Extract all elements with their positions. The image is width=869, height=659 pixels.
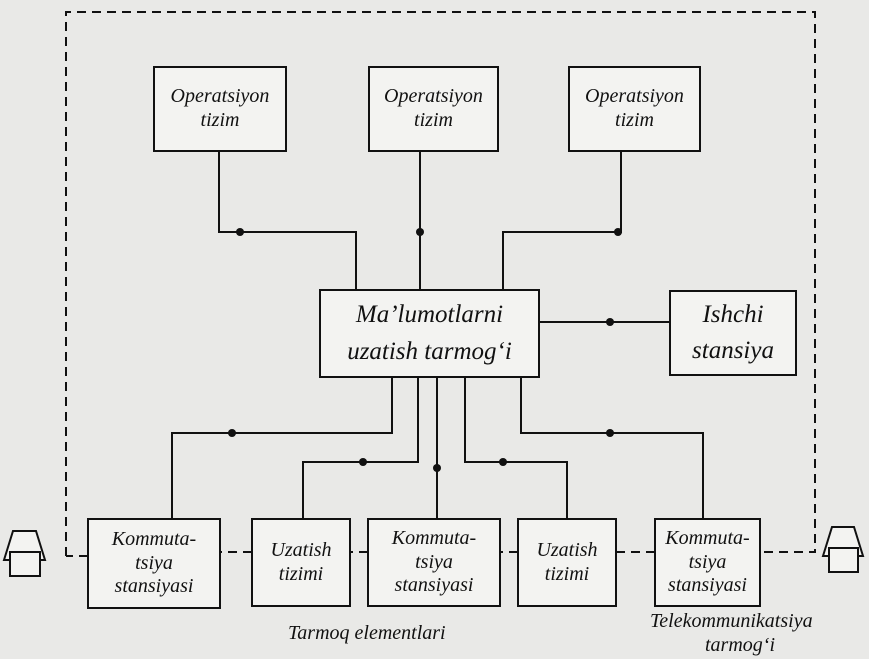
box-label: tizimi <box>544 562 590 585</box>
box-label: Kommuta- <box>111 528 197 551</box>
box-label: stansiyasi <box>114 575 194 598</box>
junction-dot <box>359 458 367 466</box>
data-network-box: Ma’lumotlarni uzatish tarmog‘i <box>319 289 540 378</box>
box-label: Kommuta- <box>665 527 750 550</box>
switching-station-box-2: Kommuta- tsiya stansiyasi <box>367 518 501 607</box>
box-label: Ishchi <box>702 300 764 328</box>
operating-system-box-2: Operatsiyon tizim <box>368 66 499 152</box>
telecom-network-caption-line1: Telekommunikatsiya <box>650 610 813 632</box>
telecom-boundary-dashed <box>65 11 816 557</box>
junction-dot <box>606 429 614 437</box>
workstation-box: Ishchi stansiya <box>669 290 797 376</box>
subscriber-terminal-right-icon <box>821 526 865 573</box>
network-elements-caption: Tarmoq elementlari <box>288 622 446 644</box>
box-label: tsiya <box>415 550 453 573</box>
box-label: stansiyasi <box>668 574 747 597</box>
switching-station-box-3: Kommuta- tsiya stansiyasi <box>654 518 761 607</box>
telecom-network-caption-line2: tarmog‘i <box>705 634 775 656</box>
box-label: Operatsiyon <box>585 85 684 108</box>
transmission-system-box-2: Uzatish tizimi <box>517 518 617 607</box>
junction-dot <box>228 429 236 437</box>
box-label: tizimi <box>278 562 324 585</box>
box-label: stansiya <box>692 337 774 364</box>
link-os1-network <box>218 150 357 290</box>
box-label: stansiyasi <box>394 574 474 597</box>
transmission-system-box-1: Uzatish tizimi <box>251 518 351 607</box>
box-label: tizim <box>615 109 654 131</box>
junction-dot <box>606 318 614 326</box>
junction-dot <box>499 458 507 466</box>
junction-dot <box>416 228 424 236</box>
box-label: Ma’lumotlarni <box>355 301 504 329</box>
box-label: Uzatish <box>536 538 598 561</box>
junction-dot <box>236 228 244 236</box>
operating-system-box-3: Operatsiyon tizim <box>568 66 701 152</box>
operating-system-box-1: Operatsiyon tizim <box>153 66 287 152</box>
box-label: tsiya <box>135 551 173 574</box>
link-os3-network <box>502 150 622 290</box>
link-network-el1 <box>171 376 393 520</box>
box-label: tizim <box>200 109 240 131</box>
box-label: Kommuta- <box>391 527 477 550</box>
box-label: Uzatish <box>270 538 332 561</box>
switching-station-box-1: Kommuta- tsiya stansiyasi <box>87 518 221 609</box>
box-label: Operatsiyon <box>170 85 270 108</box>
junction-dot <box>433 464 441 472</box>
link-network-el2 <box>302 376 419 520</box>
junction-dot <box>614 228 622 236</box>
link-network-el5 <box>520 376 704 520</box>
link-network-el4 <box>464 376 568 520</box>
subscriber-terminal-left-icon <box>2 530 47 577</box>
box-label: uzatish tarmog‘i <box>347 337 512 365</box>
box-label: Operatsiyon <box>384 85 483 108</box>
box-label: tizim <box>414 109 453 131</box>
box-label: tsiya <box>688 550 727 573</box>
